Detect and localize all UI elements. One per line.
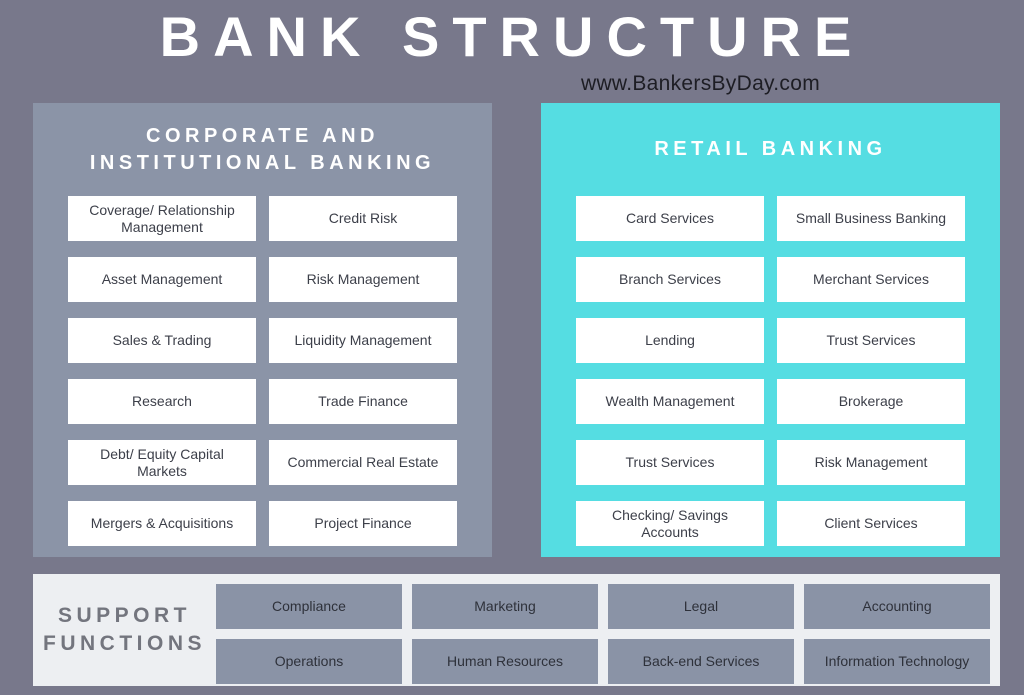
support-function-box: Human Resources: [412, 639, 598, 684]
corporate-banking-panel: CORPORATE AND INSTITUTIONAL BANKING Cove…: [33, 103, 492, 557]
support-function-box: Accounting: [804, 584, 990, 629]
retail-panel-title-text: RETAIL BANKING: [654, 138, 887, 160]
corporate-service-box: Credit Risk: [269, 196, 457, 241]
retail-service-box: Lending: [576, 318, 764, 363]
corporate-panel-title: CORPORATE AND INSTITUTIONAL BANKING: [33, 103, 492, 196]
support-function-box: Operations: [216, 639, 402, 684]
corporate-panel-title-line1: CORPORATE AND: [146, 124, 379, 147]
corporate-service-box: Sales & Trading: [68, 318, 256, 363]
support-panel-title-line1: SUPPORT: [57, 603, 191, 627]
retail-services-grid: Card Services Small Business Banking Bra…: [576, 196, 965, 546]
retail-service-box: Card Services: [576, 196, 764, 241]
corporate-service-box: Trade Finance: [269, 379, 457, 424]
corporate-service-box: Mergers & Acquisitions: [68, 501, 256, 546]
corporate-service-box: Project Finance: [269, 501, 457, 546]
page-title: BANK STRUCTURE: [159, 5, 865, 68]
corporate-service-box: Asset Management: [68, 257, 256, 302]
corporate-service-box: Debt/ Equity Capital Markets: [68, 440, 256, 485]
retail-service-box: Trust Services: [576, 440, 764, 485]
retail-service-box: Branch Services: [576, 257, 764, 302]
retail-service-box: Wealth Management: [576, 379, 764, 424]
support-panel-title-line2: FUNCTIONS: [43, 632, 206, 655]
support-function-box: Back-end Services: [608, 639, 794, 684]
retail-service-box: Risk Management: [777, 440, 965, 485]
retail-service-box: Checking/ Savings Accounts: [576, 501, 764, 546]
retail-panel-title: RETAIL BANKING: [541, 103, 1000, 196]
retail-service-box: Trust Services: [777, 318, 965, 363]
retail-service-box: Small Business Banking: [777, 196, 965, 241]
website-url: www.BankersByDay.com: [580, 72, 820, 95]
support-panel-title: SUPPORT FUNCTIONS: [33, 574, 216, 686]
retail-service-box: Brokerage: [777, 379, 965, 424]
corporate-service-box: Research: [68, 379, 256, 424]
corporate-service-box: Commercial Real Estate: [269, 440, 457, 485]
support-function-box: Compliance: [216, 584, 402, 629]
support-function-box: Information Technology: [804, 639, 990, 684]
corporate-service-box: Risk Management: [269, 257, 457, 302]
corporate-panel-title-line2: INSTITUTIONAL BANKING: [89, 151, 436, 174]
retail-banking-panel: RETAIL BANKING Card Services Small Busin…: [541, 103, 1000, 557]
support-functions-grid: Compliance Marketing Legal Accounting Op…: [216, 584, 990, 684]
corporate-service-box: Coverage/ Relationship Management: [68, 196, 256, 241]
retail-service-box: Client Services: [777, 501, 965, 546]
support-function-box: Marketing: [412, 584, 598, 629]
corporate-services-grid: Coverage/ Relationship Management Credit…: [68, 196, 457, 546]
support-functions-panel: SUPPORT FUNCTIONS Compliance Marketing L…: [33, 574, 1000, 686]
corporate-service-box: Liquidity Management: [269, 318, 457, 363]
retail-service-box: Merchant Services: [777, 257, 965, 302]
support-function-box: Legal: [608, 584, 794, 629]
